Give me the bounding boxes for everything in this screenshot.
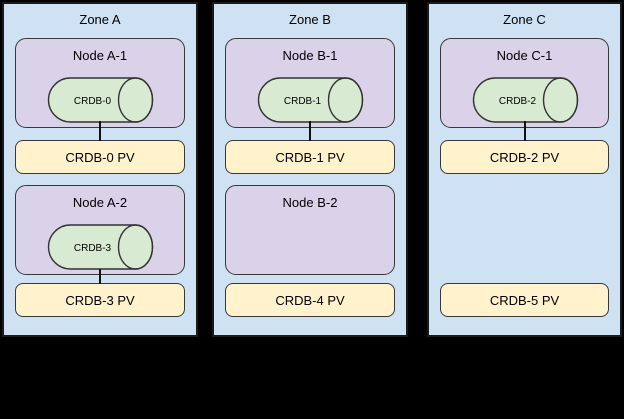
zone-a-container: Zone A Node A-1 CRDB-0 CRDB-0 PV Node A-… bbox=[2, 2, 198, 337]
node-b1-box: Node B-1 CRDB-1 bbox=[225, 38, 395, 128]
pv-box: CRDB-1 PV bbox=[225, 140, 395, 174]
pv-box: CRDB-3 PV bbox=[15, 283, 185, 317]
pv-label: CRDB-5 PV bbox=[489, 292, 560, 308]
pod-label: CRDB-1 bbox=[284, 96, 322, 107]
pod-label: CRDB-3 bbox=[74, 243, 112, 254]
zone-title: Zone B bbox=[289, 12, 331, 27]
pod-pv-connector-line bbox=[523, 121, 526, 141]
database-cylinder-icon: CRDB-0 bbox=[47, 77, 154, 123]
pv-box: CRDB-0 PV bbox=[15, 140, 185, 174]
pv-label: CRDB-2 PV bbox=[489, 149, 560, 165]
node-b2-box: Node B-2 bbox=[225, 185, 395, 275]
node-c1-box: Node C-1 CRDB-2 bbox=[440, 38, 609, 128]
database-cylinder-icon: CRDB-1 bbox=[257, 77, 364, 123]
node-title: Node B-2 bbox=[282, 195, 338, 210]
pod-label: CRDB-0 bbox=[74, 96, 112, 107]
pod-label: CRDB-2 bbox=[498, 96, 536, 107]
pod-pv-connector-line bbox=[309, 121, 311, 141]
pv-label: CRDB-4 PV bbox=[275, 292, 345, 308]
pv-label: CRDB-3 PV bbox=[65, 292, 135, 308]
node-title: Node C-1 bbox=[496, 48, 553, 63]
pod-pv-connector-line bbox=[99, 121, 101, 141]
database-cylinder-icon: CRDB-3 bbox=[47, 224, 154, 270]
zone-c-container: Zone C Node C-1 CRDB-2 CRDB-2 PV CRDB-5 … bbox=[427, 2, 622, 337]
zone-b-container: Zone B Node B-1 CRDB-1 CRDB-1 PV Node B-… bbox=[212, 2, 408, 337]
pv-box: CRDB-2 PV bbox=[440, 140, 609, 174]
node-title: Node A-2 bbox=[72, 195, 128, 210]
pod-pv-connector-line bbox=[99, 269, 101, 284]
node-a2-box: Node A-2 CRDB-3 bbox=[15, 185, 185, 275]
node-title: Node B-1 bbox=[282, 48, 338, 63]
pv-box: CRDB-4 PV bbox=[225, 283, 395, 317]
pv-label: CRDB-0 PV bbox=[65, 149, 135, 165]
node-title: Node A-1 bbox=[72, 48, 128, 63]
node-a1-box: Node A-1 CRDB-0 bbox=[15, 38, 185, 128]
database-cylinder-icon: CRDB-2 bbox=[472, 77, 578, 123]
pv-label: CRDB-1 PV bbox=[275, 149, 345, 165]
pv-box: CRDB-5 PV bbox=[440, 283, 609, 317]
zone-title: Zone C bbox=[503, 12, 546, 27]
zone-title: Zone A bbox=[79, 12, 121, 27]
